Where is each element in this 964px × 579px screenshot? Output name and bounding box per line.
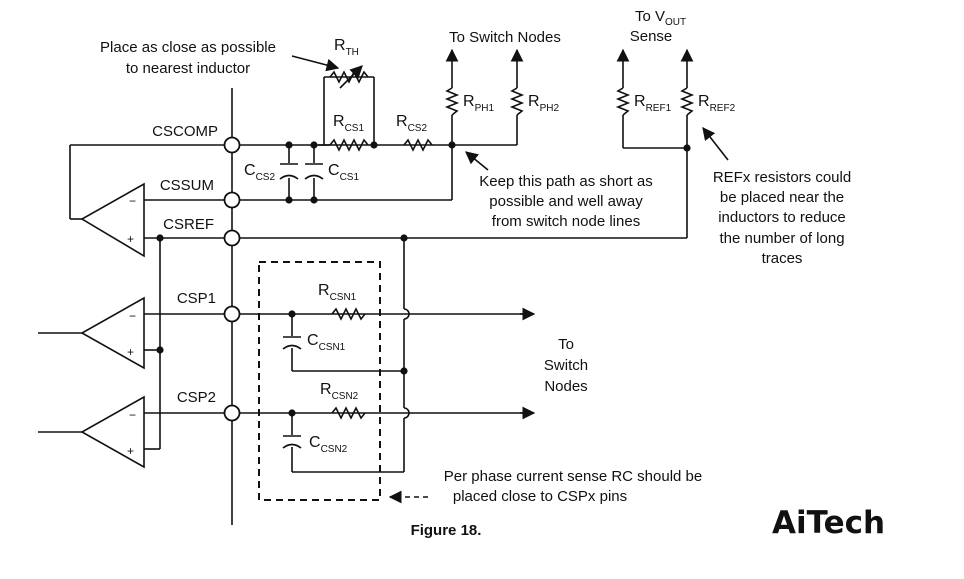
note-refx-line3: inductors to reduce bbox=[718, 209, 846, 226]
pin-cscomp bbox=[223, 136, 241, 154]
note-place-close-line2: to nearest inductor bbox=[126, 60, 250, 77]
aitech-logo: AiTech bbox=[772, 505, 885, 541]
wires bbox=[38, 58, 688, 525]
capacitor-ccs1 bbox=[304, 163, 324, 180]
label-rcs1: RCS1 bbox=[333, 113, 364, 134]
figure-caption: Figure 18. bbox=[411, 522, 482, 539]
note-to-switch-nodes-right-line3: Nodes bbox=[544, 378, 587, 395]
label-cssum: CSSUM bbox=[160, 177, 214, 194]
note-to-vout-sense: Sense bbox=[630, 28, 673, 45]
pin-csp2 bbox=[223, 404, 241, 422]
note-refx-line4: the number of long bbox=[719, 230, 844, 247]
label-rref1: RREF1 bbox=[634, 93, 672, 114]
opamp-minus-label: − bbox=[129, 408, 136, 422]
component-labels: RTH RCS1 RCS2 CCS2 CCS1 RPH1 RPH2 RREF1 … bbox=[244, 37, 736, 455]
junction-dots bbox=[156, 141, 691, 417]
pin-cssum bbox=[223, 191, 241, 209]
arrows bbox=[291, 48, 729, 504]
resistor-rph2 bbox=[509, 87, 525, 116]
label-csp1: CSP1 bbox=[177, 290, 216, 307]
label-rph1: RPH1 bbox=[463, 93, 494, 114]
note-place-close-line1: Place as close as possible bbox=[100, 39, 276, 56]
resistor-rref1 bbox=[615, 87, 631, 116]
opamp-minus-label: − bbox=[129, 194, 136, 208]
opamp-csp2: − + bbox=[80, 395, 145, 469]
pin-circles bbox=[223, 136, 241, 422]
capacitor-ccsn1 bbox=[282, 336, 302, 350]
note-keep-path-line3: from switch node lines bbox=[492, 213, 640, 230]
label-rph2: RPH2 bbox=[528, 93, 559, 114]
rth-adjust-arrow bbox=[339, 65, 363, 89]
label-rcsn2: RCSN2 bbox=[320, 381, 359, 402]
resistor-rcs2 bbox=[403, 138, 433, 152]
resistors bbox=[318, 65, 695, 420]
note-per-phase-line2: placed close to CSPx pins bbox=[453, 488, 627, 505]
label-csref: CSREF bbox=[163, 216, 214, 233]
capacitor-ccs2 bbox=[279, 163, 299, 180]
label-ccs2: CCS2 bbox=[244, 162, 275, 183]
opamp-cssum: − + bbox=[80, 182, 145, 258]
note-to-switch-nodes-top: To Switch Nodes bbox=[449, 29, 561, 46]
note-to-vout: To VOUT bbox=[635, 8, 686, 28]
pin-csref bbox=[223, 229, 241, 247]
note-per-phase-line1: Per phase current sense RC should be bbox=[444, 468, 702, 485]
opamp-minus-label: − bbox=[129, 309, 136, 323]
resistor-rcs1 bbox=[329, 138, 369, 152]
capacitor-ccsn2 bbox=[282, 435, 302, 449]
label-rcsn1: RCSN1 bbox=[318, 282, 357, 303]
label-csp2: CSP2 bbox=[177, 389, 216, 406]
label-ccsn1: CCSN1 bbox=[307, 332, 346, 353]
note-refx-line2: be placed near the bbox=[720, 189, 844, 206]
note-keep-path-line2: possible and well away bbox=[489, 193, 643, 210]
label-ccsn2: CCSN2 bbox=[309, 434, 348, 455]
resistor-rref2 bbox=[679, 87, 695, 116]
label-rth: RTH bbox=[334, 37, 359, 58]
opamp-plus-label: + bbox=[127, 232, 134, 246]
opamps: − + − + − + bbox=[80, 182, 145, 469]
label-ccs1: CCS1 bbox=[328, 162, 359, 183]
pin-csp1 bbox=[223, 305, 241, 323]
rc-placement-box bbox=[258, 261, 381, 501]
note-to-switch-nodes-right-line2: Switch bbox=[544, 357, 588, 374]
opamp-plus-label: + bbox=[127, 444, 134, 458]
pin-labels: CSCOMP CSSUM CSREF CSP1 CSP2 bbox=[152, 123, 218, 406]
label-rcs2: RCS2 bbox=[396, 113, 427, 134]
resistor-rph1 bbox=[444, 87, 460, 116]
opamp-csp1: − + bbox=[80, 296, 145, 370]
label-cscomp: CSCOMP bbox=[152, 123, 218, 140]
capacitors bbox=[279, 163, 324, 449]
note-refx-line1: REFx resistors could bbox=[713, 169, 851, 186]
note-to-switch-nodes-right-line1: To bbox=[558, 336, 574, 353]
note-refx-line5: traces bbox=[762, 250, 803, 267]
note-keep-path-line1: Keep this path as short as bbox=[479, 173, 652, 190]
label-rref2: RREF2 bbox=[698, 93, 736, 114]
opamp-plus-label: + bbox=[127, 345, 134, 359]
resistor-rcsn1 bbox=[331, 307, 366, 321]
resistor-rcsn2 bbox=[331, 406, 366, 420]
notes: Place as close as possible to nearest in… bbox=[100, 8, 851, 505]
